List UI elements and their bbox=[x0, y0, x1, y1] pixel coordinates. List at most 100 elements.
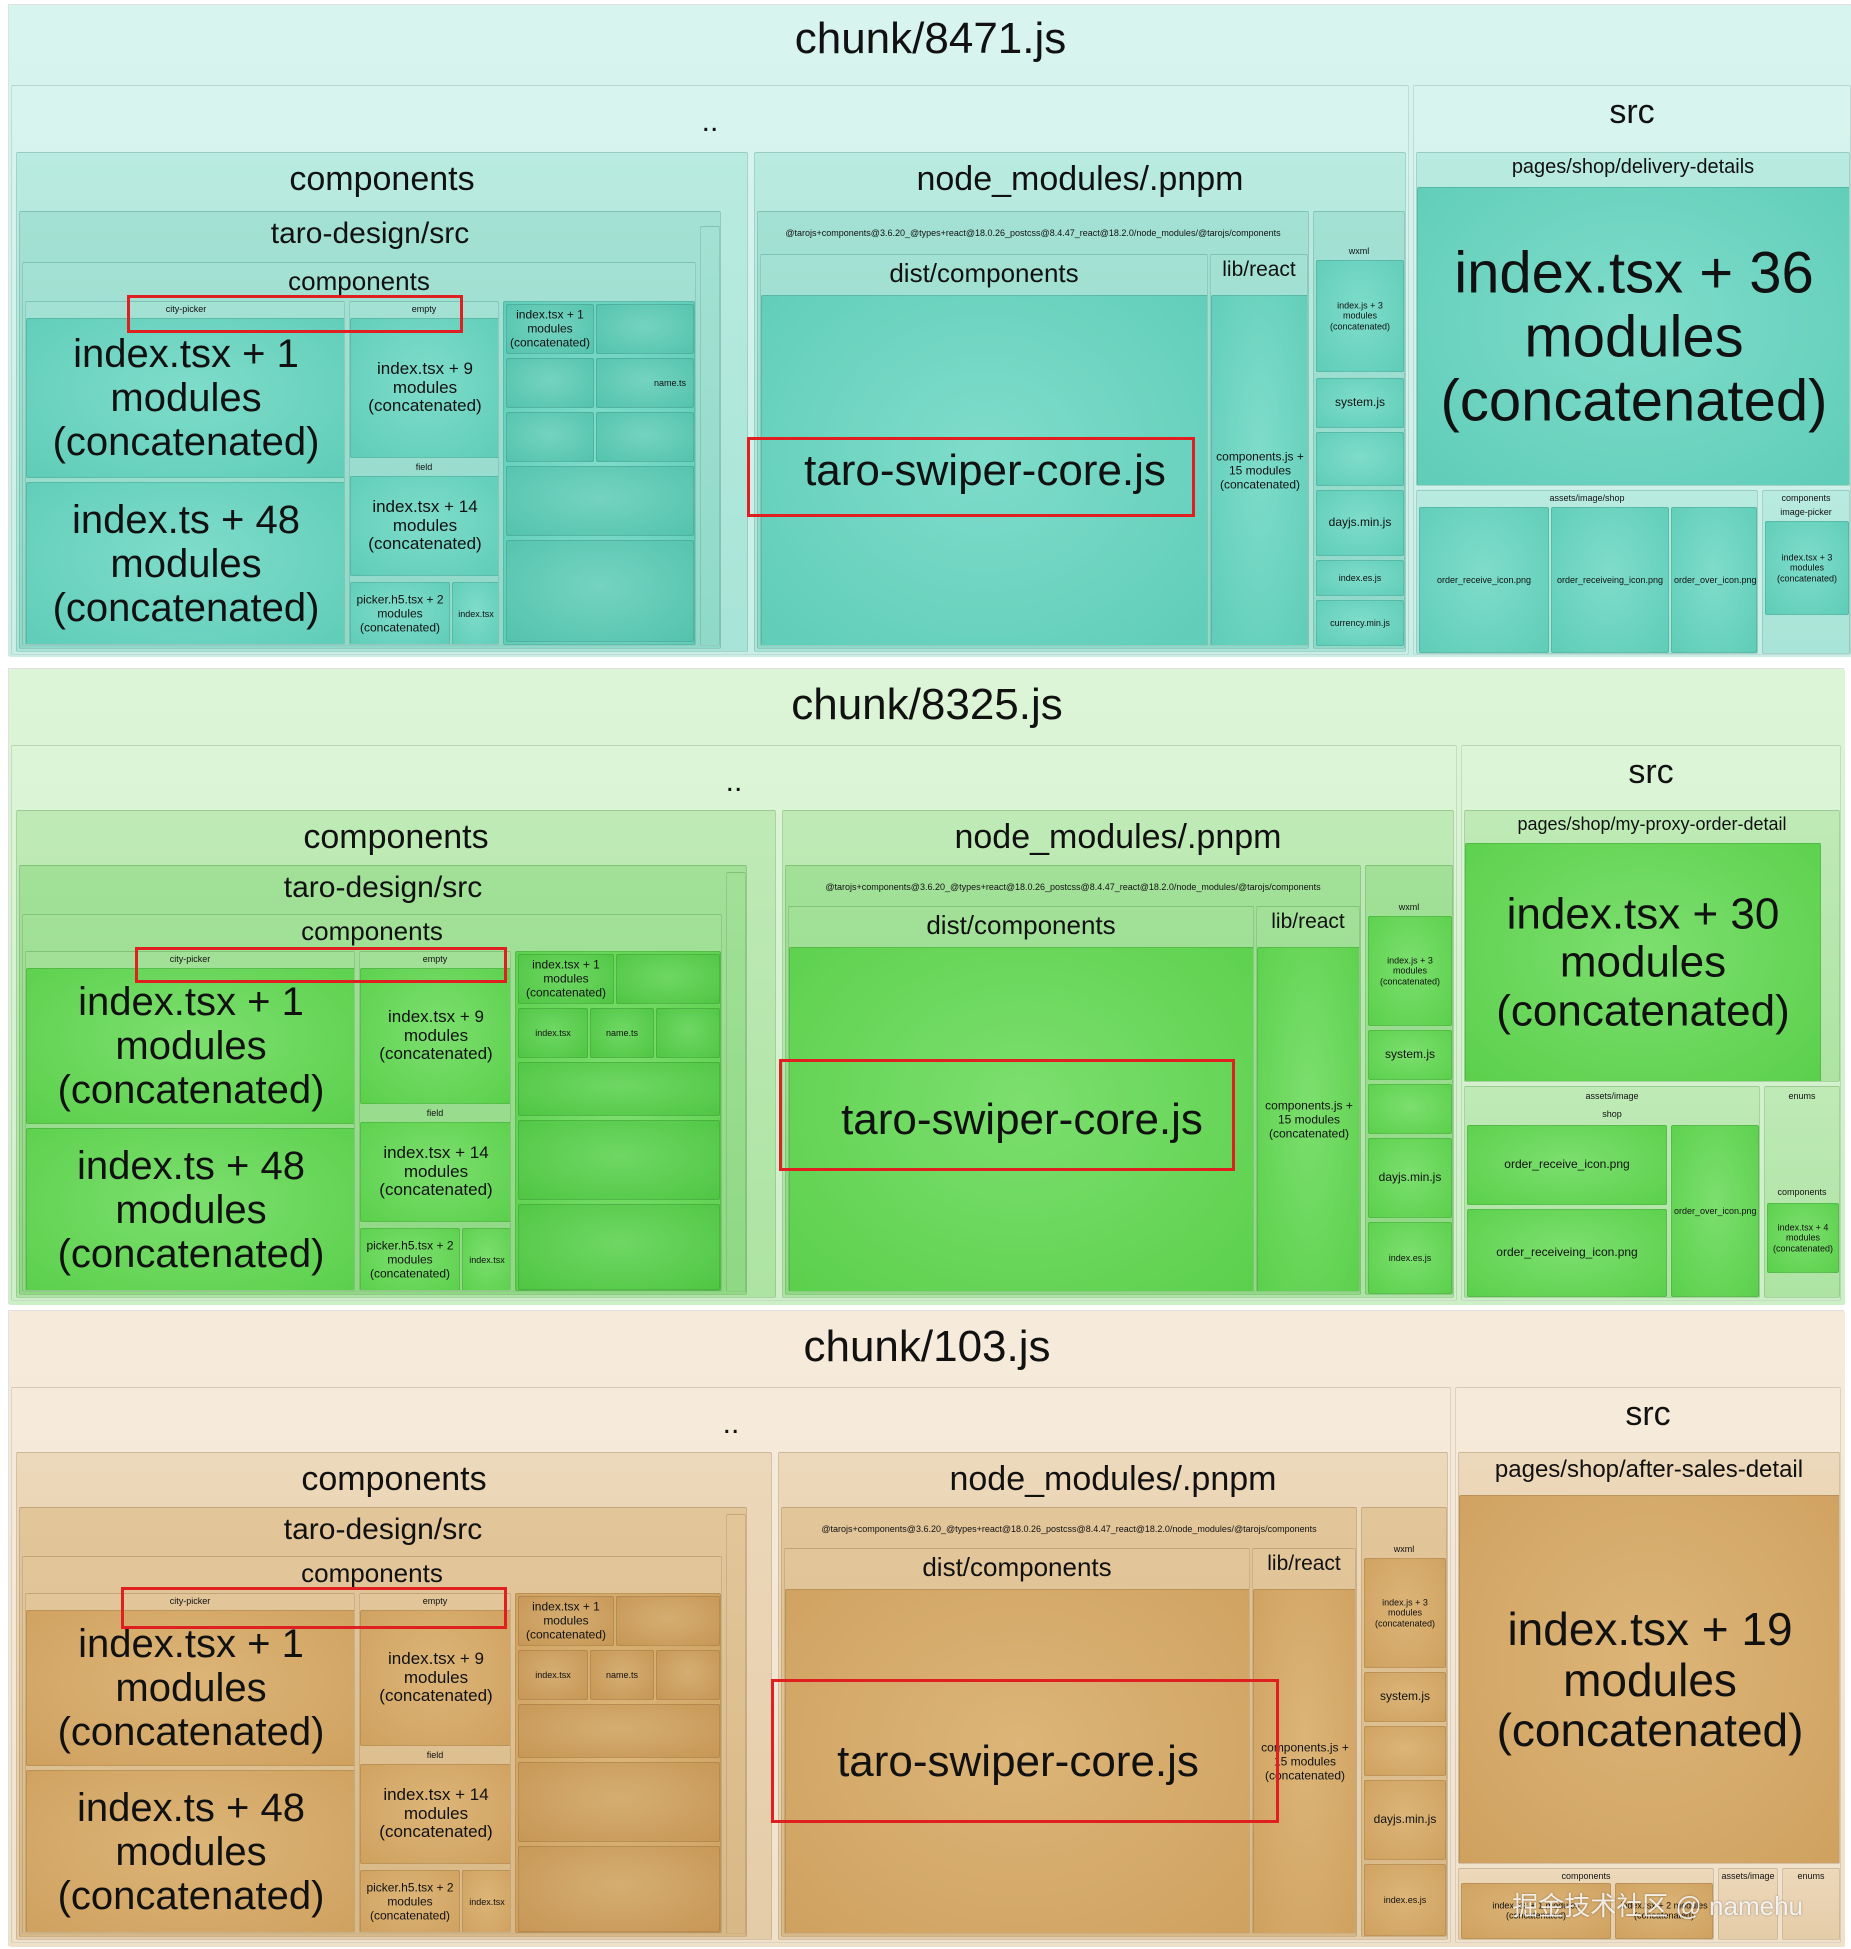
module-index-ts-48[interactable]: index.ts + 48 modules (concatenated) bbox=[26, 1770, 354, 1932]
enums-block[interactable]: enums bbox=[1782, 1868, 1840, 1940]
node-modules-block[interactable]: node_modules/.pnpm @tarojs+components@3.… bbox=[782, 810, 1454, 1298]
module-index-tsx-14[interactable]: index.tsx + 14 modules (concatenated) bbox=[350, 476, 498, 576]
parent-dir-block[interactable]: .. components taro-design/src components… bbox=[11, 1387, 1451, 1943]
small-module[interactable] bbox=[1364, 1726, 1446, 1776]
parent-dir-block[interactable]: .. components taro-design/src components… bbox=[11, 745, 1457, 1301]
small-module[interactable]: index.tsx + 1 modules (concatenated) bbox=[506, 304, 594, 354]
small-module[interactable]: index.tsx bbox=[518, 1650, 588, 1700]
assets-block[interactable]: assets/image/shop order_receive_icon.png… bbox=[1416, 490, 1758, 654]
page-block[interactable]: pages/shop/delivery-details index.tsx + … bbox=[1416, 152, 1850, 486]
small-modules-grid[interactable]: index.tsx + 1 modules (concatenated) nam… bbox=[503, 301, 695, 645]
lib-react-block[interactable]: lib/react components.js + 15 modules (co… bbox=[1210, 254, 1308, 646]
module-index-tsx[interactable]: index.tsx bbox=[452, 582, 498, 644]
module-index-tsx[interactable]: index.tsx bbox=[462, 1228, 510, 1290]
asset-module[interactable]: order_receive_icon.png bbox=[1419, 507, 1549, 653]
asset-module[interactable]: index.tsx + 1 modules (concatenated) bbox=[1461, 1883, 1611, 1939]
index-es-module[interactable]: index.es.js bbox=[1316, 560, 1404, 596]
small-module[interactable] bbox=[616, 954, 720, 1004]
module-index-tsx-9[interactable]: index.tsx + 9 modules (concatenated) bbox=[360, 1610, 510, 1746]
small-module[interactable] bbox=[506, 358, 594, 408]
inner-components-block[interactable]: components city-picker index.tsx + 1 mod… bbox=[22, 1556, 722, 1934]
dayjs-module[interactable]: dayjs.min.js bbox=[1316, 490, 1404, 556]
side-components-block[interactable]: components image-picker index.tsx + 3 mo… bbox=[1762, 490, 1850, 654]
asset-module[interactable]: index.tsx + 2 modules (concatenated) bbox=[1615, 1883, 1713, 1939]
inner-components-block[interactable]: components city-picker index.tsx + 1 mod… bbox=[22, 262, 696, 646]
small-module[interactable] bbox=[1368, 1084, 1452, 1134]
small-module[interactable]: index.tsx + 1 modules (concatenated) bbox=[518, 954, 614, 1004]
small-module[interactable] bbox=[506, 466, 694, 536]
empty-block[interactable]: empty index.tsx + 9 modules (concatenate… bbox=[359, 1593, 511, 1933]
small-module[interactable] bbox=[596, 304, 694, 354]
src-block[interactable]: src pages/shop/delivery-details index.ts… bbox=[1413, 85, 1851, 655]
small-module[interactable] bbox=[1316, 432, 1404, 486]
taro-components-block[interactable]: @tarojs+components@3.6.20_@types+react@1… bbox=[781, 1507, 1357, 1937]
dist-components-block[interactable]: dist/components taro-swiper-core.js bbox=[784, 1548, 1250, 1934]
side-components-block[interactable]: assets/image bbox=[1718, 1868, 1778, 1940]
chunk-panel-8325[interactable]: chunk/8325.js .. components taro-design/… bbox=[8, 668, 1845, 1305]
chunk-panel-103[interactable]: chunk/103.js .. components taro-design/s… bbox=[8, 1310, 1845, 1947]
small-module[interactable] bbox=[518, 1062, 720, 1116]
module-picker-h5[interactable]: picker.h5.tsx + 2 modules (concatenated) bbox=[350, 582, 450, 644]
misc-modules-column[interactable]: wxml index.js + 3 modules (concatenated)… bbox=[1361, 1507, 1447, 1937]
city-picker-block[interactable]: city-picker index.tsx + 1 modules (conca… bbox=[25, 301, 345, 645]
components-js-module[interactable]: components.js + 15 modules (concatenated… bbox=[1257, 947, 1359, 1291]
module-picker-h5[interactable]: picker.h5.tsx + 2 modules (concatenated) bbox=[360, 1870, 460, 1932]
small-modules-grid[interactable]: index.tsx + 1 modules (concatenated) ind… bbox=[515, 951, 721, 1291]
assets-block[interactable]: components index.tsx + 1 modules (concat… bbox=[1458, 1868, 1714, 1940]
page-main-module[interactable]: index.tsx + 36 modules (concatenated) bbox=[1417, 187, 1849, 485]
currency-module[interactable]: currency.min.js bbox=[1316, 600, 1404, 646]
small-module[interactable] bbox=[518, 1204, 720, 1290]
module-index-tsx-1[interactable]: index.tsx + 1 modules (concatenated) bbox=[26, 1610, 354, 1766]
src-block[interactable]: src pages/shop/after-sales-detail index.… bbox=[1455, 1387, 1841, 1943]
small-index-module[interactable]: index.tsx + 4 modules (concatenated) bbox=[1767, 1203, 1839, 1273]
small-modules-grid[interactable]: index.tsx + 1 modules (concatenated) ind… bbox=[515, 1593, 721, 1933]
small-module[interactable]: index.tsx + 1 modules (concatenated) bbox=[518, 1596, 614, 1646]
misc-modules-column[interactable]: wxml index.js + 3 modules (concatenated)… bbox=[1365, 865, 1453, 1295]
index-js-3-module[interactable]: index.js + 3 modules (concatenated) bbox=[1368, 916, 1452, 1026]
module-index-tsx-1[interactable]: index.tsx + 1 modules (concatenated) bbox=[26, 968, 354, 1124]
system-js-module[interactable]: system.js bbox=[1368, 1030, 1452, 1080]
asset-module[interactable]: order_receive_icon.png bbox=[1467, 1125, 1667, 1205]
lib-react-block[interactable]: lib/react components.js + 15 modules (co… bbox=[1252, 1548, 1356, 1934]
parent-dir-block[interactable]: .. components taro-design/src components… bbox=[11, 85, 1409, 655]
lib-react-block[interactable]: lib/react components.js + 15 modules (co… bbox=[1256, 906, 1360, 1292]
asset-module[interactable]: order_over_icon.png bbox=[1671, 507, 1757, 653]
taro-design-block[interactable]: taro-design/src components city-picker i… bbox=[19, 1507, 747, 1937]
page-block[interactable]: pages/shop/after-sales-detail index.tsx … bbox=[1458, 1452, 1840, 1864]
side-strip[interactable] bbox=[726, 1514, 746, 1934]
small-module[interactable] bbox=[616, 1596, 720, 1646]
page-block[interactable]: pages/shop/my-proxy-order-detail index.t… bbox=[1464, 810, 1840, 1082]
small-module[interactable]: index.tsx bbox=[518, 1008, 588, 1058]
empty-block[interactable]: empty index.tsx + 9 modules (concatenate… bbox=[359, 951, 511, 1291]
small-module[interactable] bbox=[506, 412, 594, 462]
taro-swiper-core-module[interactable]: taro-swiper-core.js bbox=[785, 1589, 1249, 1933]
taro-components-block[interactable]: @tarojs+components@3.6.20_@types+react@1… bbox=[785, 865, 1361, 1295]
dist-components-block[interactable]: dist/components taro-swiper-core.js bbox=[760, 254, 1208, 646]
side-strip[interactable] bbox=[700, 226, 720, 646]
components-js-module[interactable]: components.js + 15 modules (concatenated… bbox=[1253, 1589, 1355, 1933]
components-js-module[interactable]: components.js + 15 modules (concatenated… bbox=[1211, 295, 1307, 645]
side-strip[interactable] bbox=[726, 872, 746, 1292]
small-module[interactable] bbox=[656, 1008, 720, 1058]
taro-swiper-core-module[interactable]: taro-swiper-core.js bbox=[761, 295, 1207, 645]
small-index-module[interactable]: index.tsx + 3 modules (concatenated) bbox=[1765, 521, 1849, 615]
index-js-3-module[interactable]: index.js + 3 modules (concatenated) bbox=[1364, 1558, 1446, 1668]
page-main-module[interactable]: index.tsx + 30 modules (concatenated) bbox=[1465, 843, 1821, 1081]
small-module[interactable]: name.ts bbox=[590, 1650, 654, 1700]
small-module[interactable] bbox=[518, 1762, 720, 1842]
city-picker-block[interactable]: city-picker index.tsx + 1 modules (conca… bbox=[25, 951, 355, 1291]
inner-components-block[interactable]: components city-picker index.tsx + 1 mod… bbox=[22, 914, 722, 1292]
index-es-module[interactable]: index.es.js bbox=[1364, 1864, 1446, 1936]
src-block[interactable]: src pages/shop/my-proxy-order-detail ind… bbox=[1461, 745, 1841, 1301]
index-js-3-module[interactable]: index.js + 3 modules (concatenated) bbox=[1316, 260, 1404, 372]
taro-design-block[interactable]: taro-design/src components city-picker i… bbox=[19, 211, 721, 649]
dayjs-module[interactable]: dayjs.min.js bbox=[1368, 1138, 1452, 1218]
empty-block[interactable]: empty index.tsx + 9 modules (concatenate… bbox=[349, 301, 499, 645]
taro-components-block[interactable]: @tarojs+components@3.6.20_@types+react@1… bbox=[757, 211, 1309, 649]
module-picker-h5[interactable]: picker.h5.tsx + 2 modules (concatenated) bbox=[360, 1228, 460, 1290]
small-module[interactable] bbox=[656, 1650, 720, 1700]
components-block[interactable]: components taro-design/src components ci… bbox=[16, 1452, 772, 1940]
module-index-tsx-1[interactable]: index.tsx + 1 modules (concatenated) bbox=[26, 318, 344, 478]
system-js-module[interactable]: system.js bbox=[1364, 1672, 1446, 1722]
dayjs-module[interactable]: dayjs.min.js bbox=[1364, 1780, 1446, 1860]
